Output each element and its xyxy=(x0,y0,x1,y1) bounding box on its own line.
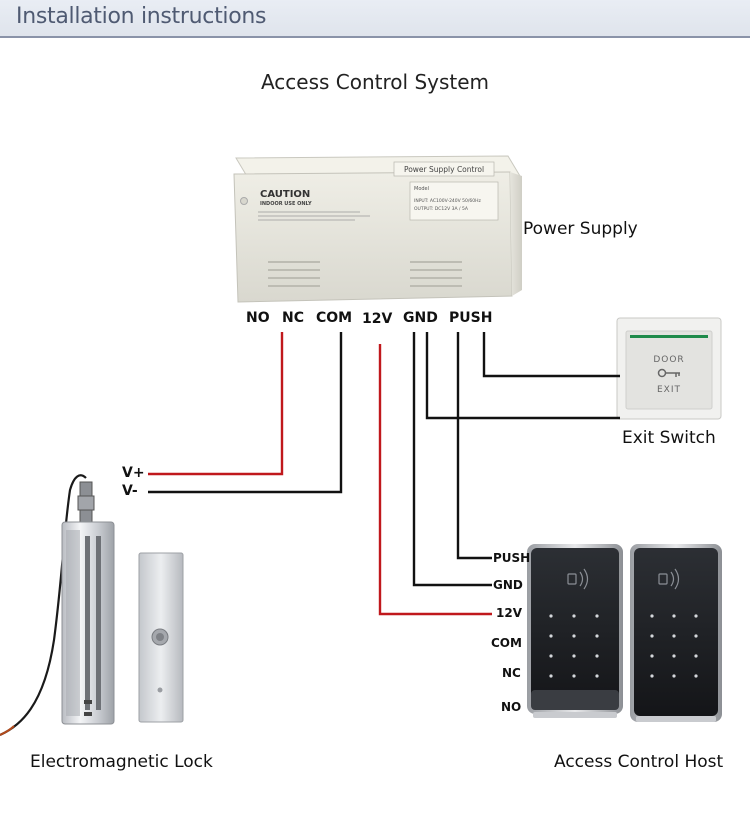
power-supply-box: Power Supply Control Model INPUT: AC100V… xyxy=(233,155,522,303)
access-control-host-right xyxy=(630,544,722,722)
host-terminal-no: NO xyxy=(501,700,522,714)
exit-switch: DOOR EXIT xyxy=(616,317,722,420)
host-terminal-com: COM xyxy=(491,636,522,650)
ps-spec-title: Model xyxy=(414,186,429,192)
rfid-icon xyxy=(567,568,589,590)
ps-spec-output: OUTPUT: DC12V 3A / 5A xyxy=(414,206,469,212)
ps-panel-title: Power Supply Control xyxy=(404,165,484,174)
rfid-icon xyxy=(658,568,680,590)
wire-gnd-to-exit-switch xyxy=(425,332,620,420)
lock-wire-vplus: V+ xyxy=(122,465,145,481)
ps-terminal-12v: 12V xyxy=(362,311,393,327)
wire-com-to-lock-vminus xyxy=(148,332,343,494)
page-title: Installation instructions xyxy=(16,4,267,29)
host-terminal-push: PUSH xyxy=(493,551,531,565)
header-bar: Installation instructions xyxy=(0,0,750,38)
exit-switch-label: Exit Switch xyxy=(622,428,716,448)
access-control-host-left xyxy=(527,544,623,718)
host-terminal-12v: 12V xyxy=(496,606,522,620)
wire-push-to-host xyxy=(456,332,492,560)
wire-12v-to-host xyxy=(378,344,492,616)
ps-terminal-no: NO xyxy=(246,310,270,326)
wire-push-to-exit-switch xyxy=(482,332,620,378)
ps-terminal-gnd: GND xyxy=(403,310,438,326)
electromagnetic-lock-label: Electromagnetic Lock xyxy=(30,752,213,772)
wire-gnd-to-host xyxy=(412,332,492,587)
key-icon xyxy=(657,368,680,378)
ps-terminal-com: COM xyxy=(316,310,353,326)
ps-spec-input: INPUT: AC100V-240V 50/60Hz xyxy=(414,198,482,204)
exit-switch-exit-text: EXIT xyxy=(657,385,681,395)
electromagnetic-lock xyxy=(0,474,184,737)
lock-wire-vminus: V- xyxy=(122,483,138,499)
host-terminal-gnd: GND xyxy=(493,578,523,592)
ps-terminal-nc: NC xyxy=(282,310,304,326)
host-terminal-nc: NC xyxy=(502,666,521,680)
access-control-host-label: Access Control Host xyxy=(554,752,724,772)
ps-caution-sub: INDOOR USE ONLY xyxy=(260,201,312,207)
power-supply-label: Power Supply xyxy=(523,219,638,239)
ps-caution-title: CAUTION xyxy=(260,189,310,200)
diagram-title: Access Control System xyxy=(260,70,490,94)
ps-terminal-push: PUSH xyxy=(449,310,493,326)
wire-nc-to-lock-vplus xyxy=(148,332,284,476)
exit-switch-door-text: DOOR xyxy=(653,355,684,365)
